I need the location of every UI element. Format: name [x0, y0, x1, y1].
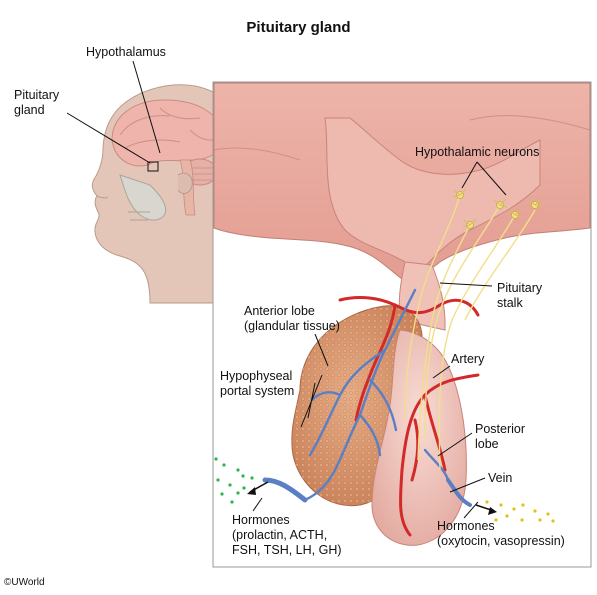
label-anterior-lobe: Anterior lobe (glandular tissue) [244, 304, 340, 334]
leader-lines [66, 60, 507, 519]
portal-veins [262, 288, 472, 507]
posterior-hormone-release [475, 500, 555, 523]
label-hormones-posterior: Hormones (oxytocin, vasopressin) [437, 519, 565, 549]
label-hypophyseal-portal-system: Hypophyseal portal system [220, 369, 294, 399]
label-hormones-anterior: Hormones (prolactin, ACTH, FSH, TSH, LH,… [232, 513, 342, 558]
label-hormones-posterior-line-2: (oxytocin, vasopressin) [437, 534, 565, 548]
label-hormones-anterior-line-2: (prolactin, ACTH, [232, 528, 328, 542]
label-pituitary-stalk-line-1: Pituitary [497, 281, 543, 295]
label-pituitary-gland: Pituitary gland [14, 88, 59, 118]
label-portal-line-1: Hypophyseal [220, 369, 293, 383]
label-pituitary-gland-line-2: gland [14, 103, 45, 117]
label-pituitary-stalk-line-2: stalk [497, 296, 523, 310]
label-hormones-posterior-line-1: Hormones [437, 519, 495, 533]
label-pituitary-stalk: Pituitary stalk [497, 281, 542, 311]
label-artery: Artery [451, 352, 485, 366]
label-posterior-lobe-line-1: Posterior [475, 422, 526, 436]
pituitary-marker-box [147, 161, 159, 172]
label-hormones-anterior-line-1: Hormones [232, 513, 290, 527]
head-profile [91, 84, 231, 304]
label-portal-line-2: portal system [220, 384, 295, 398]
anterior-hormone-release [214, 457, 269, 504]
label-vein: Vein [488, 471, 513, 485]
label-posterior-lobe-line-2: lobe [475, 437, 499, 451]
label-hormones-anterior-line-3: FSH, TSH, LH, GH) [232, 543, 342, 557]
neuron-axons [404, 194, 536, 471]
label-anterior-lobe-line-2: (glandular tissue) [244, 319, 340, 333]
label-anterior-lobe-line-1: Anterior lobe [244, 304, 315, 318]
label-hypothalamus: Hypothalamus [86, 45, 166, 59]
inset-anatomy [213, 82, 591, 546]
copyright: ©UWorld [4, 577, 45, 588]
diagram-title: Pituitary gland [246, 19, 351, 36]
neuron-dendrites [452, 188, 543, 228]
label-pituitary-gland-line-1: Pituitary [14, 88, 60, 102]
label-posterior-lobe: Posterior lobe [475, 422, 525, 452]
label-hypothalamic-neurons: Hypothalamic neurons [415, 145, 540, 159]
